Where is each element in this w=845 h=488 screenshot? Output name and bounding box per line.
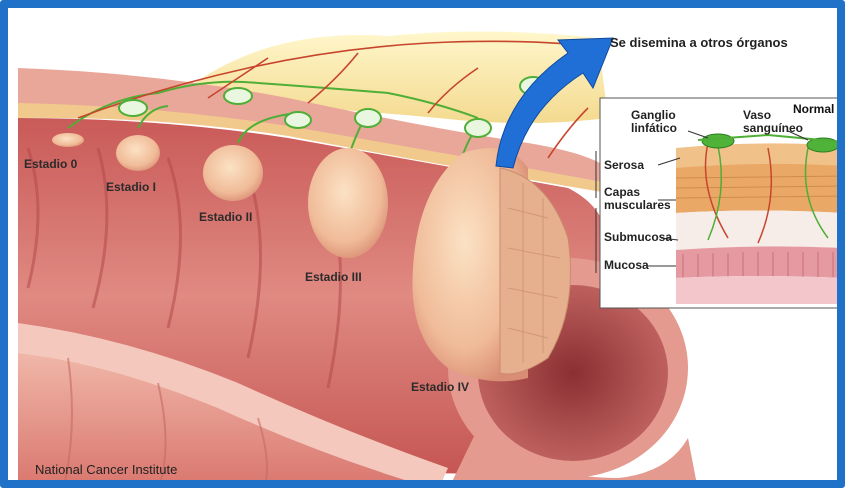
tumor-stage2 <box>203 145 263 201</box>
label-mucosa: Mucosa <box>604 259 649 272</box>
label-muscle-layers: Capas musculares <box>604 186 671 212</box>
colon-cancer-illustration <box>8 8 845 488</box>
label-stage-0: Estadio 0 <box>24 157 77 171</box>
credit-label: National Cancer Institute <box>35 462 177 477</box>
label-stage-2: Estadio II <box>199 210 252 224</box>
label-serosa: Serosa <box>604 159 644 172</box>
tumor-stage3 <box>308 148 388 258</box>
label-stage-1: Estadio I <box>106 180 156 194</box>
label-submucosa: Submucosa <box>604 231 672 244</box>
label-stage-3: Estadio III <box>305 270 362 284</box>
label-blood-vessel: Vaso sanguíneo <box>743 109 803 135</box>
label-spread: Se disemina a otros órganos <box>610 35 788 50</box>
label-stage-4: Estadio IV <box>411 380 469 394</box>
tumor-stage0 <box>52 133 84 147</box>
label-lymph-node: Ganglio linfático <box>631 109 677 135</box>
tumor-stage1 <box>116 135 160 171</box>
